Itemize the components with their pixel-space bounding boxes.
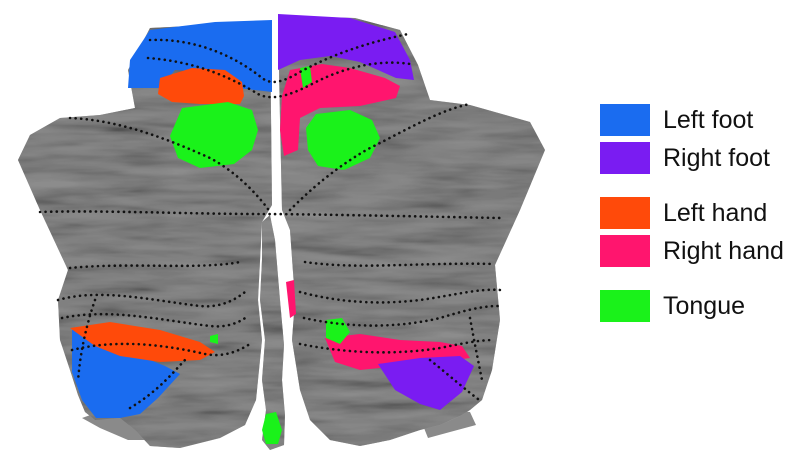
legend-item-right-hand: Right hand	[600, 235, 784, 267]
legend-label-right-foot: Right foot	[663, 142, 770, 174]
legend-label-tongue: Tongue	[663, 290, 745, 322]
legend-swatch-left-foot	[600, 104, 650, 136]
cerebellar-flatmap	[0, 0, 560, 464]
legend-label-left-foot: Left foot	[663, 104, 753, 136]
legend-swatch-left-hand	[600, 197, 650, 229]
legend-swatch-right-hand	[600, 235, 650, 267]
legend-label-left-hand: Left hand	[663, 197, 767, 229]
legend-item-right-foot: Right foot	[600, 142, 770, 174]
legend-label-right-hand: Right hand	[663, 235, 784, 267]
legend-swatch-right-foot	[600, 142, 650, 174]
legend: Left foot Right foot Left hand Right han…	[600, 104, 805, 334]
legend-item-tongue: Tongue	[600, 290, 745, 322]
legend-item-left-hand: Left hand	[600, 197, 767, 229]
legend-item-left-foot: Left foot	[600, 104, 753, 136]
legend-swatch-tongue	[600, 290, 650, 322]
